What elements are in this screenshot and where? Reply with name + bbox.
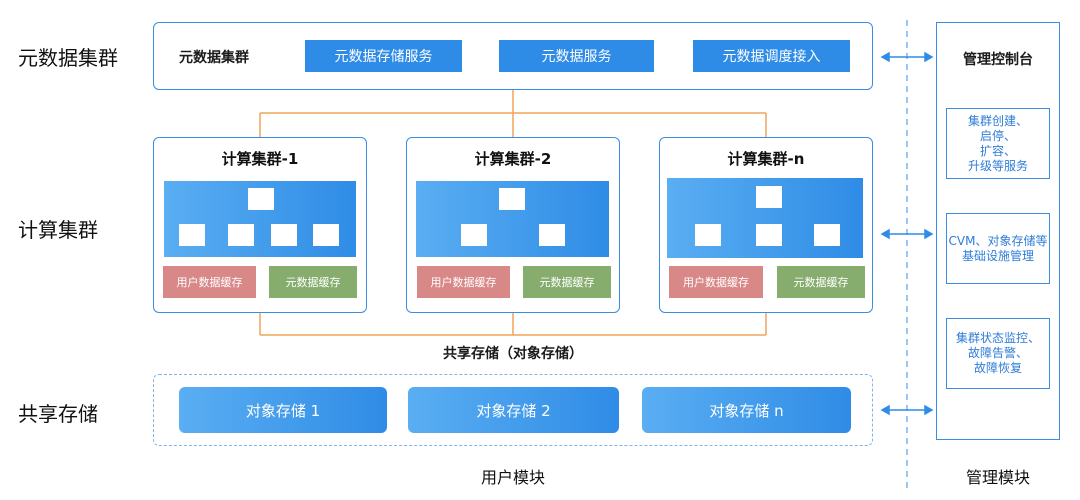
user-data-cache: 用户数据缓存	[417, 266, 510, 298]
mgmt-infra: CVM、对象存储等 基础设施管理	[946, 213, 1050, 284]
node-square	[539, 224, 565, 246]
metadata-service-scheduler: 元数据调度接入	[693, 40, 850, 72]
management-console-title: 管理控制台	[963, 52, 1033, 68]
node-square	[313, 224, 339, 246]
metadata-cache: 元数据缓存	[523, 266, 611, 298]
shared-storage-box	[153, 374, 873, 446]
shared-storage-caption: 共享存储（对象存储）	[443, 346, 583, 362]
compute-cluster-title: 计算集群-1	[221, 150, 299, 168]
user-module-label: 用户模块	[480, 468, 545, 487]
node-square	[814, 224, 840, 246]
node-square	[499, 188, 525, 210]
node-square	[695, 224, 721, 246]
mgmt-text-line: 故障恢复	[973, 361, 1022, 375]
node-square	[756, 224, 782, 246]
mgmt-text-line: 集群创建、	[967, 113, 1028, 128]
row-label-shared: 共享存储	[18, 402, 98, 426]
object-storage-n: 对象存储 n	[642, 387, 851, 433]
node-square	[248, 188, 274, 210]
mgmt-text-line: CVM、对象存储等	[948, 233, 1048, 248]
mgmt-text-line: 扩容、	[979, 143, 1016, 158]
compute-cluster-title: 计算集群-2	[474, 150, 552, 168]
mgmt-text-line: 基础设施管理	[961, 248, 1034, 263]
node-square	[228, 224, 254, 246]
user-data-cache: 用户数据缓存	[669, 266, 763, 298]
mgmt-cluster-ops: 集群创建、 启停、 扩容、 升级等服务	[946, 108, 1050, 179]
compute-cluster-title: 计算集群-n	[727, 150, 805, 168]
node-square	[179, 224, 205, 246]
metadata-cache: 元数据缓存	[269, 266, 357, 298]
node-square	[756, 186, 782, 208]
object-storage-1: 对象存储 1	[179, 387, 387, 433]
node-square	[461, 224, 487, 246]
object-storage-2: 对象存储 2	[408, 387, 619, 433]
metadata-service: 元数据服务	[499, 40, 654, 72]
mgmt-text-line: 升级等服务	[967, 158, 1028, 173]
metadata-cache: 元数据缓存	[777, 266, 865, 298]
management-module-label: 管理模块	[965, 468, 1030, 487]
user-data-cache: 用户数据缓存	[163, 266, 256, 298]
metadata-cluster-title: 元数据集群	[179, 50, 249, 66]
mgmt-monitoring: 集群状态监控、 故障告警、 故障恢复	[946, 318, 1050, 389]
node-square	[271, 224, 297, 246]
metadata-service-storage: 元数据存储服务	[305, 40, 462, 72]
mgmt-text-line: 集群状态监控、	[955, 331, 1040, 345]
mgmt-text-line: 故障告警、	[967, 346, 1028, 360]
row-label-metadata: 元数据集群	[18, 46, 118, 70]
mgmt-text-line: 启停、	[979, 128, 1016, 143]
row-label-compute: 计算集群	[18, 218, 98, 242]
